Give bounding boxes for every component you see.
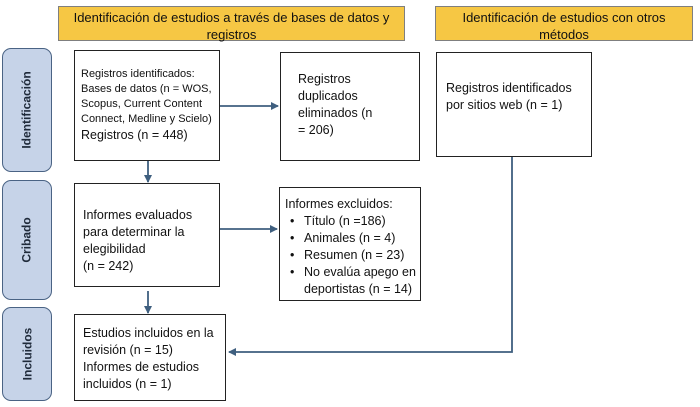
identified-line-5: Registros (n = 448) bbox=[81, 128, 188, 142]
identified-line-2: Bases de datos (n = WOS, bbox=[81, 83, 212, 95]
header-databases: Identificación de estudios a través de b… bbox=[58, 6, 405, 42]
assessed-line-2: para determinar la bbox=[83, 225, 185, 239]
box-web-records: Registros identificados por sitios web (… bbox=[436, 52, 592, 157]
assessed-line-3: elegibilidad bbox=[83, 242, 146, 256]
included-line-4: incluidos (n = 1) bbox=[83, 377, 172, 391]
header-other-line-2: métodos bbox=[539, 27, 589, 42]
included-line-1: Estudios incluidos en la bbox=[83, 326, 214, 340]
excluded-item-athletes-cont: deportistas (n = 14) bbox=[304, 282, 413, 296]
phase-identification-label: Identificación bbox=[20, 71, 34, 149]
header-databases-line-2: registros bbox=[206, 27, 257, 42]
phase-included: Incluidos bbox=[2, 307, 52, 401]
excluded-item-abstract: Resumen (n = 23) bbox=[285, 247, 420, 264]
excluded-title: Informes excluidos: bbox=[285, 197, 393, 211]
excluded-item-animals: Animales (n = 4) bbox=[285, 230, 420, 247]
header-other-methods: Identificación de estudios con otros mét… bbox=[435, 6, 693, 42]
phase-screening: Cribado bbox=[2, 180, 52, 300]
excluded-item-title: Título (n =186) bbox=[285, 213, 420, 230]
duplicates-line-3: eliminados (n bbox=[298, 106, 373, 120]
included-line-2: revisión (n = 15) bbox=[83, 343, 173, 357]
phase-screening-label: Cribado bbox=[20, 217, 34, 263]
duplicates-line-2: duplicados bbox=[298, 89, 358, 103]
phase-identification: Identificación bbox=[2, 48, 52, 172]
duplicates-line-1: Registros bbox=[298, 72, 351, 86]
identified-line-1: Registros identificados: bbox=[81, 68, 195, 80]
assessed-line-1: Informes evaluados bbox=[83, 208, 193, 222]
identified-line-4: Connect, Medline y Scielo) bbox=[81, 113, 212, 125]
box-reports-excluded: Informes excluidos: Título (n =186) Anim… bbox=[279, 187, 421, 301]
web-line-2: por sitios web (n = 1) bbox=[446, 98, 563, 112]
phase-included-label: Incluidos bbox=[20, 327, 35, 381]
header-other-line-1: Identificación de estudios con otros bbox=[462, 10, 666, 25]
excluded-list: Título (n =186) Animales (n = 4) Resumen… bbox=[285, 213, 420, 298]
box-duplicates-removed: Registros duplicados eliminados (n = 206… bbox=[280, 52, 420, 161]
web-line-1: Registros identificados bbox=[446, 81, 572, 95]
duplicates-line-4: = 206) bbox=[298, 123, 334, 137]
box-included-studies: Estudios incluidos en la revisión (n = 1… bbox=[74, 314, 226, 401]
box-identified-records: Registros identificados: Bases de datos … bbox=[74, 50, 220, 161]
included-line-3: Informes de estudios bbox=[83, 360, 200, 374]
box-reports-assessed: Informes evaluados para determinar la el… bbox=[74, 183, 220, 287]
assessed-line-4: (n = 242) bbox=[83, 259, 134, 273]
excluded-item-athletes: No evalúa apego en bbox=[285, 264, 420, 281]
identified-line-3: Scopus, Current Content bbox=[81, 98, 203, 110]
header-databases-line-1: Identificación de estudios a través de b… bbox=[73, 10, 390, 25]
